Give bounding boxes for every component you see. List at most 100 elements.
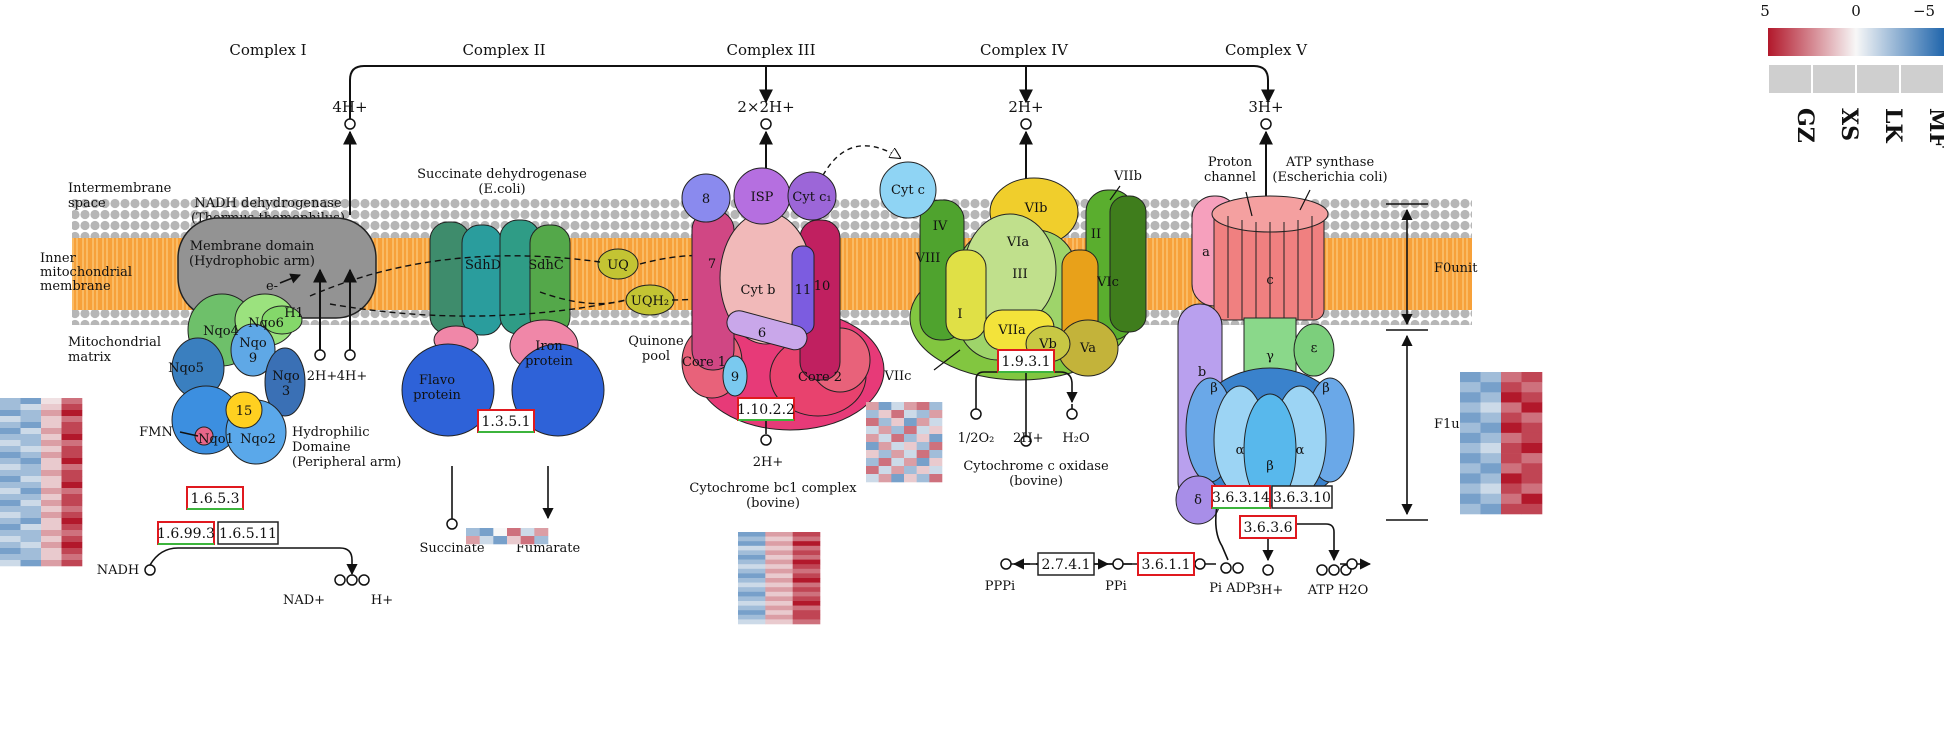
ec-1-6-5-11[interactable]: 1.6.5.11 xyxy=(217,521,279,545)
hm1-cell xyxy=(41,494,62,501)
ec-1-6-99-3[interactable]: 1.6.99.3 xyxy=(157,521,215,545)
hm2-cell xyxy=(479,528,494,537)
hm3-cell xyxy=(904,434,917,443)
ec-1-9-3-1[interactable]: 1.9.3.1 xyxy=(997,349,1055,373)
hm5-cell xyxy=(1460,432,1481,444)
subunit-10-label: 10 xyxy=(814,279,831,294)
hm1-cell xyxy=(20,482,42,489)
hm3-cell xyxy=(878,402,892,411)
hm5-cell xyxy=(1521,453,1543,464)
hm4-cell xyxy=(792,619,821,625)
hm5-cell xyxy=(1521,392,1543,403)
hm1-cell xyxy=(61,554,83,561)
hm5-cell xyxy=(1480,402,1502,413)
ec-1-6-5-11-label: 1.6.5.11 xyxy=(219,526,277,542)
hm4-cell xyxy=(792,605,821,611)
hm1-cell xyxy=(61,482,83,489)
hm1-cell xyxy=(20,422,42,429)
complex-ii-title: Complex II xyxy=(462,41,545,59)
hm1-cell xyxy=(0,416,21,423)
heatmaps xyxy=(0,372,1543,625)
hm1-cell xyxy=(20,464,42,471)
ec-1-3-5-1[interactable]: 1.3.5.1 xyxy=(477,409,535,433)
subunit-a-label: a xyxy=(1202,245,1210,260)
hm1-cell xyxy=(41,446,62,453)
hm1-cell xyxy=(61,524,83,531)
hm1-cell xyxy=(0,428,21,435)
hm1-cell xyxy=(41,524,62,531)
f0unit-label: F0unit xyxy=(1434,261,1478,276)
hm3-cell xyxy=(916,450,930,459)
hm4-cell xyxy=(738,614,766,620)
hm3-cell xyxy=(929,410,943,419)
hm4-cell xyxy=(792,550,821,556)
hm4-cell xyxy=(792,573,821,579)
ec-1-6-5-3-label: 1.6.5.3 xyxy=(191,491,240,507)
hm4-cell xyxy=(792,610,821,616)
hm5-cell xyxy=(1460,503,1481,515)
hm1-cell xyxy=(61,446,83,453)
ec-1-10-2-2-label: 1.10.2.2 xyxy=(737,402,795,418)
cytc1-label: Cyt c₁ xyxy=(792,190,831,205)
hm2-cell xyxy=(466,536,480,545)
nqo2-label: Nqo2 xyxy=(240,432,276,447)
hm1-cell xyxy=(61,452,83,459)
h2o-label: H₂O xyxy=(1062,431,1089,446)
enzyme-boxes[interactable]: 1.6.5.3 1.6.99.3 1.6.5.11 1.3.5.1 1.10.2… xyxy=(157,349,1333,576)
ec-2-7-4-1[interactable]: 2.7.4.1 xyxy=(1037,552,1095,576)
hm5-cell xyxy=(1521,503,1543,515)
hm4-cell xyxy=(738,619,766,625)
ec-1-10-2-2[interactable]: 1.10.2.2 xyxy=(737,397,795,421)
ec-3-6-1-1[interactable]: 3.6.1.1 xyxy=(1137,552,1195,576)
hm1-cell xyxy=(61,542,83,549)
hm1-cell xyxy=(61,422,83,429)
ec-3-6-3-10[interactable]: 3.6.3.10 xyxy=(1271,485,1333,509)
hm5-cell xyxy=(1480,473,1502,484)
hm3-cell xyxy=(929,458,943,467)
ec-3-6-3-6[interactable]: 3.6.3.6 xyxy=(1239,515,1297,539)
hm4-cell xyxy=(765,610,793,616)
hm5-cell xyxy=(1480,392,1502,403)
hm5-cell xyxy=(1521,432,1543,444)
h1-label: H1 xyxy=(284,306,304,321)
hm2-cell xyxy=(507,536,521,545)
hm3-cell xyxy=(866,434,879,443)
cytb-label: Cyt b xyxy=(741,283,776,298)
hm3-cell xyxy=(866,442,879,451)
legend-sample-swatches xyxy=(1767,63,1944,95)
hm5-cell xyxy=(1480,382,1502,393)
succinate-label: Succinate xyxy=(419,541,484,556)
hm5-cell xyxy=(1460,443,1481,454)
hm1-cell xyxy=(0,482,21,489)
hm1-cell xyxy=(20,494,42,501)
ec-3-6-3-10-label: 3.6.3.10 xyxy=(1273,490,1331,506)
nqo5-label: Nqo5 xyxy=(168,361,204,376)
nadh-label: NADH xyxy=(97,563,140,578)
legend-sample-swatch-3 xyxy=(1855,63,1901,95)
complex-iii: 8 ISP Cyt c₁ 7 Cyt b 10 11 6 Core 1 9 Co… xyxy=(681,130,900,511)
hm3-cell xyxy=(929,450,943,459)
subunit-vb-label: Vb xyxy=(1038,337,1057,352)
hm3-cell xyxy=(904,442,917,451)
hm5-cell xyxy=(1501,432,1522,444)
hm1-cell xyxy=(0,488,21,495)
complex-v-title: Complex V xyxy=(1225,41,1308,59)
hm1-cell xyxy=(61,398,83,405)
hm1-cell xyxy=(41,482,62,489)
c5-proton-in: 3H+ xyxy=(1253,583,1284,598)
sdhc-label: SdhC xyxy=(528,258,564,273)
ec-3-6-3-14-label: 3.6.3.14 xyxy=(1212,490,1270,506)
subunit-gamma-label: γ xyxy=(1266,349,1274,364)
ec-1-6-5-3[interactable]: 1.6.5.3 xyxy=(186,486,244,510)
hm4-cell xyxy=(792,601,821,606)
ec-3-6-3-14[interactable]: 3.6.3.14 xyxy=(1211,485,1271,509)
hm5-cell xyxy=(1501,372,1522,383)
cytc-label: Cyt c xyxy=(891,183,925,198)
hm4-cell xyxy=(765,614,793,620)
hm4-cell xyxy=(765,550,793,556)
uq-label: UQ xyxy=(607,258,629,273)
hm5-cell xyxy=(1501,382,1522,393)
hm3-cell xyxy=(878,466,892,475)
